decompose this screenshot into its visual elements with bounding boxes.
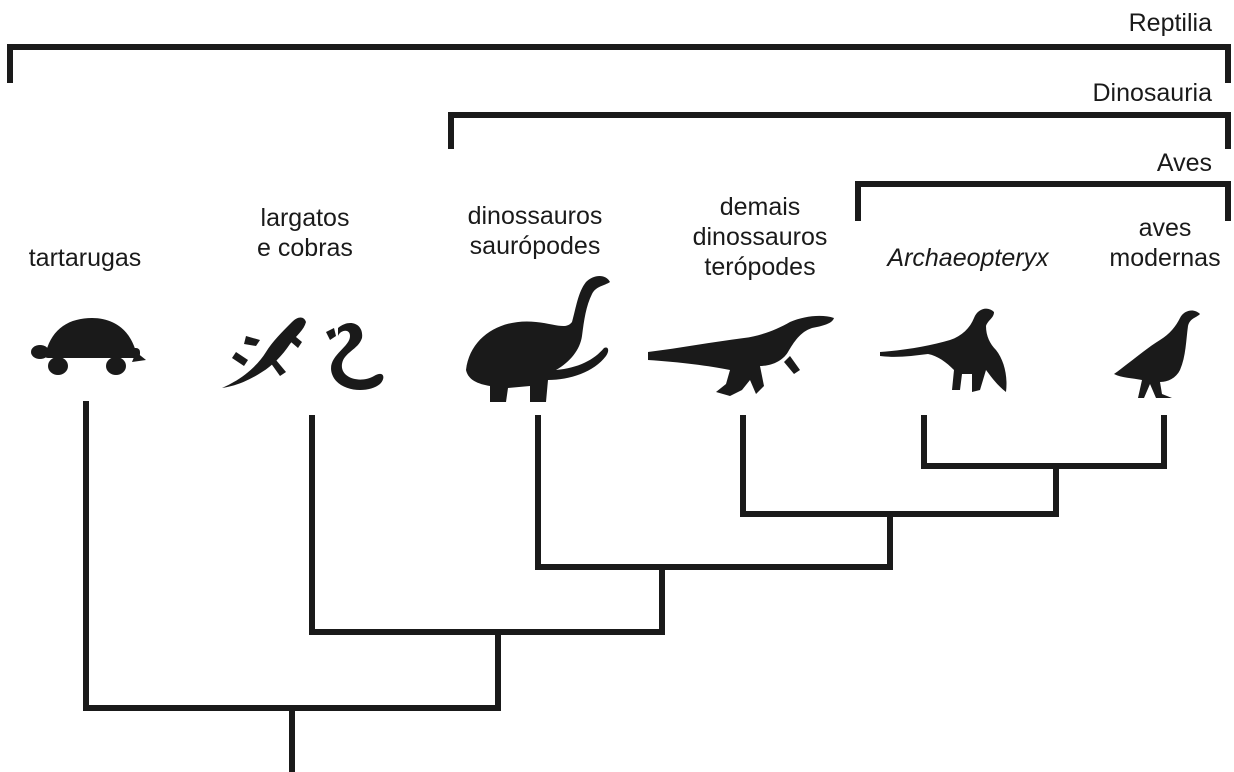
bracket-reptilia (10, 47, 1228, 80)
bracket-dinosauria (451, 115, 1228, 146)
node-turtles-rest (86, 404, 498, 708)
theropod-icon (648, 316, 834, 396)
node-squamates-dinos (312, 418, 662, 632)
tree-branches (86, 404, 1164, 770)
node-aves (924, 418, 1164, 466)
node-sauropods-theropods (538, 418, 890, 567)
sauropod-icon (466, 276, 610, 402)
archaeopteryx-icon (880, 309, 1007, 392)
turtle-icon (31, 318, 146, 375)
lizard-icon (222, 318, 306, 389)
bracket-aves (858, 184, 1228, 218)
snake-icon (326, 323, 383, 390)
bird-icon (1114, 311, 1200, 398)
